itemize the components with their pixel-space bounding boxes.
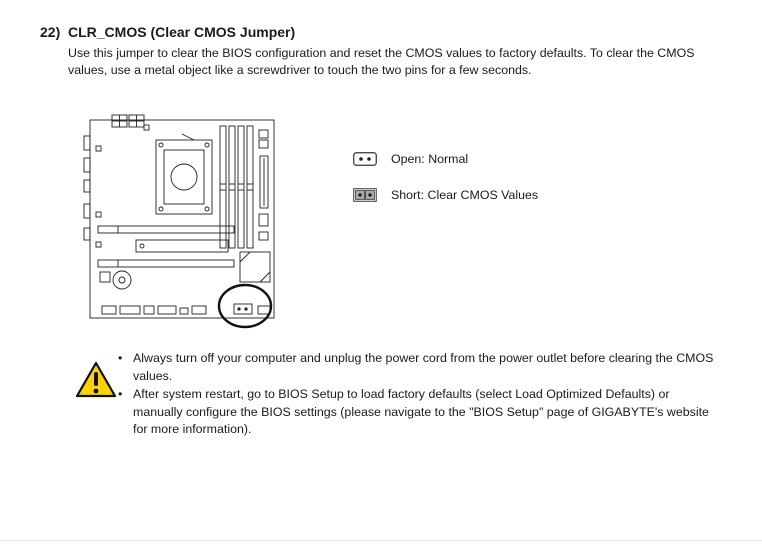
warning-item: • Always turn off your computer and unpl… (118, 350, 718, 385)
warning-list: • Always turn off your computer and unpl… (70, 350, 718, 439)
warning-text-2: After system restart, go to BIOS Setup t… (133, 387, 709, 436)
jumper-legend: Open: Normal Short: Clear CMOS Values (353, 151, 538, 223)
warning-text-1: Always turn off your computer and unplug… (133, 351, 714, 383)
motherboard-line-art (83, 114, 275, 329)
legend-short-label: Short: Clear CMOS Values (391, 187, 539, 202)
footer-divider (0, 540, 762, 541)
jumper-short-icon (353, 187, 377, 202)
jumper-open-icon (353, 151, 377, 166)
legend-open-label: Open: Normal (391, 151, 469, 166)
motherboard-diagram (82, 112, 288, 332)
section-title: CLR_CMOS (Clear CMOS Jumper) (68, 24, 296, 40)
section-intro: Use this jumper to clear the BIOS config… (68, 46, 695, 77)
legend-row-short: Short: Clear CMOS Values (353, 187, 538, 202)
section-number: 22) (40, 24, 61, 40)
warning-item: • After system restart, go to BIOS Setup… (118, 386, 718, 439)
legend-row-open: Open: Normal (353, 151, 538, 166)
warning-section: • Always turn off your computer and unpl… (70, 350, 718, 440)
cmos-jumper-highlight-circle (217, 283, 273, 329)
bullet-marker: • (118, 387, 123, 401)
section-heading: 22) CLR_CMOS (Clear CMOS Jumper) (40, 24, 295, 40)
bullet-marker: • (118, 351, 123, 365)
warning-triangle-icon (74, 360, 118, 400)
